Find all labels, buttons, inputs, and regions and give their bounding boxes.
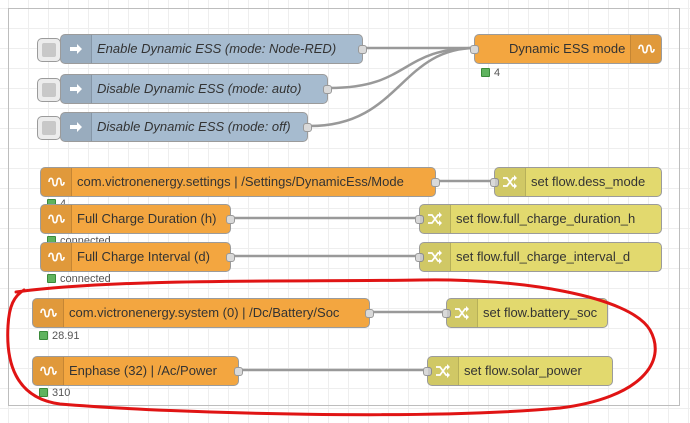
output-port[interactable] — [358, 45, 367, 54]
node-label: Enable Dynamic ESS (mode: Node-RED) — [97, 41, 337, 56]
status-dot-icon — [47, 274, 56, 283]
output-port[interactable] — [323, 85, 332, 94]
victron-coil-icon — [41, 205, 72, 233]
inject-disable-dynamic-ess-auto[interactable]: Disable Dynamic ESS (mode: auto) — [37, 74, 332, 104]
victron-coil-icon — [630, 35, 661, 63]
victron-coil-icon — [33, 357, 64, 385]
arrow-right-icon — [61, 75, 92, 103]
shuffle-icon — [447, 299, 478, 327]
change-set-solar-power[interactable]: set flow.solar_power — [423, 356, 613, 386]
node-label: Full Charge Duration (h) — [77, 211, 217, 226]
change-set-full-charge-interval[interactable]: set flow.full_charge_interval_d — [415, 242, 662, 272]
input-port[interactable] — [415, 215, 424, 224]
change-set-full-charge-duration[interactable]: set flow.full_charge_duration_h — [415, 204, 662, 234]
status-settings-dess-mode: 4 — [47, 198, 66, 204]
status-dynamic-ess-mode: 4 — [481, 67, 500, 79]
shuffle-icon — [420, 243, 451, 271]
shuffle-icon — [420, 205, 451, 233]
status-dot-icon — [47, 199, 56, 204]
node-label: set flow.full_charge_duration_h — [456, 211, 636, 226]
node-label: set flow.full_charge_interval_d — [456, 249, 631, 264]
change-set-battery-soc[interactable]: set flow.battery_soc — [442, 298, 608, 328]
change-set-dess-mode[interactable]: set flow.dess_mode — [490, 167, 662, 197]
status-dot-icon — [39, 388, 48, 397]
input-port[interactable] — [490, 178, 499, 187]
status-dot-icon — [481, 68, 490, 77]
victron-coil-icon — [41, 168, 72, 196]
output-port[interactable] — [234, 367, 243, 376]
node-label: com.victronenergy.system (0) | /Dc/Batte… — [69, 305, 340, 320]
node-label: Enphase (32) | /Ac/Power — [69, 363, 217, 378]
status-enphase-power: 310 — [39, 387, 70, 399]
shuffle-icon — [495, 168, 526, 196]
status-dot-icon — [39, 331, 48, 340]
victron-coil-icon — [41, 243, 72, 271]
node-label: Disable Dynamic ESS (mode: auto) — [97, 81, 302, 96]
status-battery-soc: 28.91 — [39, 330, 80, 342]
inject-trigger-button[interactable] — [37, 78, 61, 102]
inject-trigger-button[interactable] — [37, 38, 61, 62]
arrow-right-icon — [61, 35, 92, 63]
inject-trigger-button[interactable] — [37, 116, 61, 140]
node-label: set flow.dess_mode — [531, 174, 646, 189]
victron-input-enphase-power[interactable]: Enphase (32) | /Ac/Power — [32, 356, 243, 386]
arrow-right-icon — [61, 113, 92, 141]
inject-disable-dynamic-ess-off[interactable]: Disable Dynamic ESS (mode: off) — [37, 112, 312, 142]
shuffle-icon — [428, 357, 459, 385]
node-label: com.victronenergy.settings | /Settings/D… — [77, 174, 404, 189]
node-label: Disable Dynamic ESS (mode: off) — [97, 119, 291, 134]
victron-input-settings-dess-mode[interactable]: com.victronenergy.settings | /Settings/D… — [40, 167, 440, 197]
output-port[interactable] — [365, 309, 374, 318]
victron-input-battery-soc[interactable]: com.victronenergy.system (0) | /Dc/Batte… — [32, 298, 374, 328]
node-label: Full Charge Interval (d) — [77, 249, 210, 264]
output-port[interactable] — [431, 178, 440, 187]
status-full-charge-interval: connected — [47, 273, 111, 285]
input-port[interactable] — [470, 45, 479, 54]
victron-input-full-charge-interval[interactable]: Full Charge Interval (d) — [40, 242, 235, 272]
node-label: set flow.solar_power — [464, 363, 582, 378]
victron-coil-icon — [33, 299, 64, 327]
output-port[interactable] — [303, 123, 312, 132]
output-port[interactable] — [226, 215, 235, 224]
inject-enable-dynamic-ess[interactable]: Enable Dynamic ESS (mode: Node-RED) — [37, 34, 367, 64]
node-label: set flow.battery_soc — [483, 305, 598, 320]
input-port[interactable] — [415, 253, 424, 262]
node-label: Dynamic ESS mode — [509, 41, 625, 56]
victron-output-dynamic-ess-mode[interactable]: Dynamic ESS mode — [470, 34, 662, 64]
victron-input-full-charge-duration[interactable]: Full Charge Duration (h) — [40, 204, 235, 234]
output-port[interactable] — [226, 253, 235, 262]
